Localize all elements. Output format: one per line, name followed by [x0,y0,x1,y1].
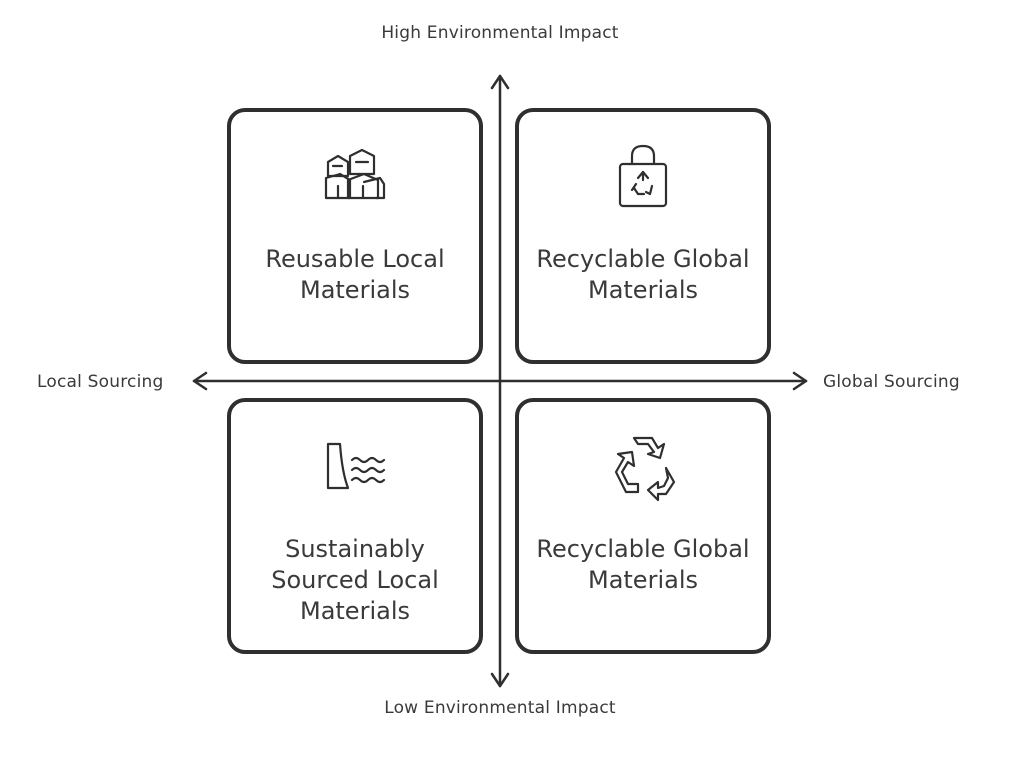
axis-label-right: Global Sourcing [823,372,960,392]
vertical-axis-arrow-top [490,74,510,90]
axis-label-top: High Environmental Impact [381,23,619,43]
quadrant-label: Recyclable Global Materials [536,535,750,594]
axis-label-bottom: Low Environmental Impact [384,698,616,718]
axis-label-left: Local Sourcing [37,372,164,392]
quadrant-bottom-right: Recyclable Global Materials [515,398,771,654]
horizontal-axis-arrow-right [792,371,808,391]
recycle-icon [614,436,676,502]
quadrant-label: Reusable Local Materials [265,245,445,304]
quadrant-bottom-left: Sustainably Sourced Local Materials [227,398,483,654]
quadrant-top-left: Reusable Local Materials [227,108,483,364]
quadrant-top-right: Recyclable Global Materials [515,108,771,364]
horizontal-axis-arrow-left [192,371,208,391]
dam-water-icon [326,442,386,490]
quadrant-label: Recyclable Global Materials [536,245,750,304]
stacked-buildings-icon [324,148,386,200]
quadrant-label: Sustainably Sourced Local Materials [271,535,439,625]
recycle-bag-icon [618,144,668,208]
vertical-axis-arrow-bottom [490,672,510,688]
